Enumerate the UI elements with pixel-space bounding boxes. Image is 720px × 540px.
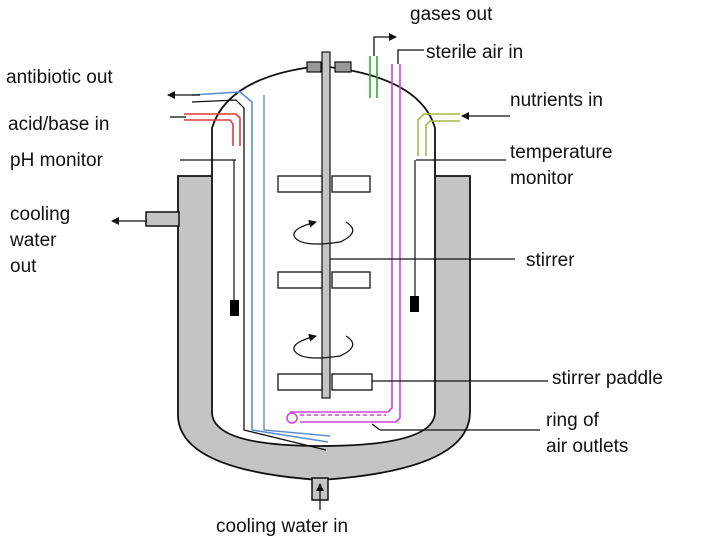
leader-gases-out <box>373 33 397 56</box>
cooling-water-out-spout <box>145 211 180 227</box>
label-nutrients-in: nutrients in <box>510 90 603 111</box>
label-acid-base-in: acid/base in <box>8 114 109 135</box>
sterile-air-pipe-inner <box>300 64 401 423</box>
paddle-bottom-right <box>331 373 373 391</box>
nutrients-pipe <box>417 113 460 156</box>
paddle-bottom-left <box>277 373 323 391</box>
stirrer-shaft <box>321 51 331 399</box>
label-ring-of-air-outlets-line2: air outlets <box>546 436 628 457</box>
antibiotic-out-pipe-inner <box>191 99 327 451</box>
antibiotic-out-pipe <box>191 91 329 443</box>
label-ring-of-air-outlets-line1: ring of <box>546 410 600 431</box>
rotation-arrow-lower <box>293 333 354 359</box>
air-outlet-ring <box>286 412 298 424</box>
leader-sterile-air-in <box>397 49 424 64</box>
label-sterile-air-in: sterile air in <box>426 42 523 63</box>
temperature-probe-tip <box>410 296 419 312</box>
label-cooling-water-in: cooling water in <box>216 516 348 537</box>
nutrients-pipe-inner <box>425 120 460 156</box>
cooling-jacket <box>177 175 471 481</box>
label-temperature-monitor-line2: monitor <box>510 168 574 189</box>
paddle-top-right <box>331 175 371 193</box>
label-ph-monitor: pH monitor <box>10 150 104 171</box>
sterile-air-pipe <box>290 64 393 413</box>
antibiotic-pipe-edge <box>263 95 331 437</box>
acid-base-pipe <box>184 113 241 146</box>
paddle-mid-right <box>331 271 371 289</box>
paddle-top-left <box>277 175 323 193</box>
label-cooling-water-out-line2: water <box>9 230 57 251</box>
shaft-seal-right <box>334 61 352 73</box>
leader-air-outlets-link <box>371 423 381 431</box>
label-cooling-water-out-line3: out <box>10 256 37 277</box>
label-temperature-monitor-line1: temperature <box>510 142 612 163</box>
label-antibiotic-out: antibiotic out <box>6 67 113 88</box>
label-cooling-water-out-line1: cooling <box>10 204 70 225</box>
label-stirrer: stirrer <box>526 250 575 271</box>
ph-probe-tip <box>230 300 239 316</box>
acid-base-pipe-inner <box>184 119 234 146</box>
label-stirrer-paddle: stirrer paddle <box>552 368 663 389</box>
paddle-mid-left <box>277 271 323 289</box>
label-gases-out: gases out <box>410 4 493 25</box>
rotation-arrow-upper <box>293 219 354 245</box>
shaft-seal-left <box>306 61 322 73</box>
